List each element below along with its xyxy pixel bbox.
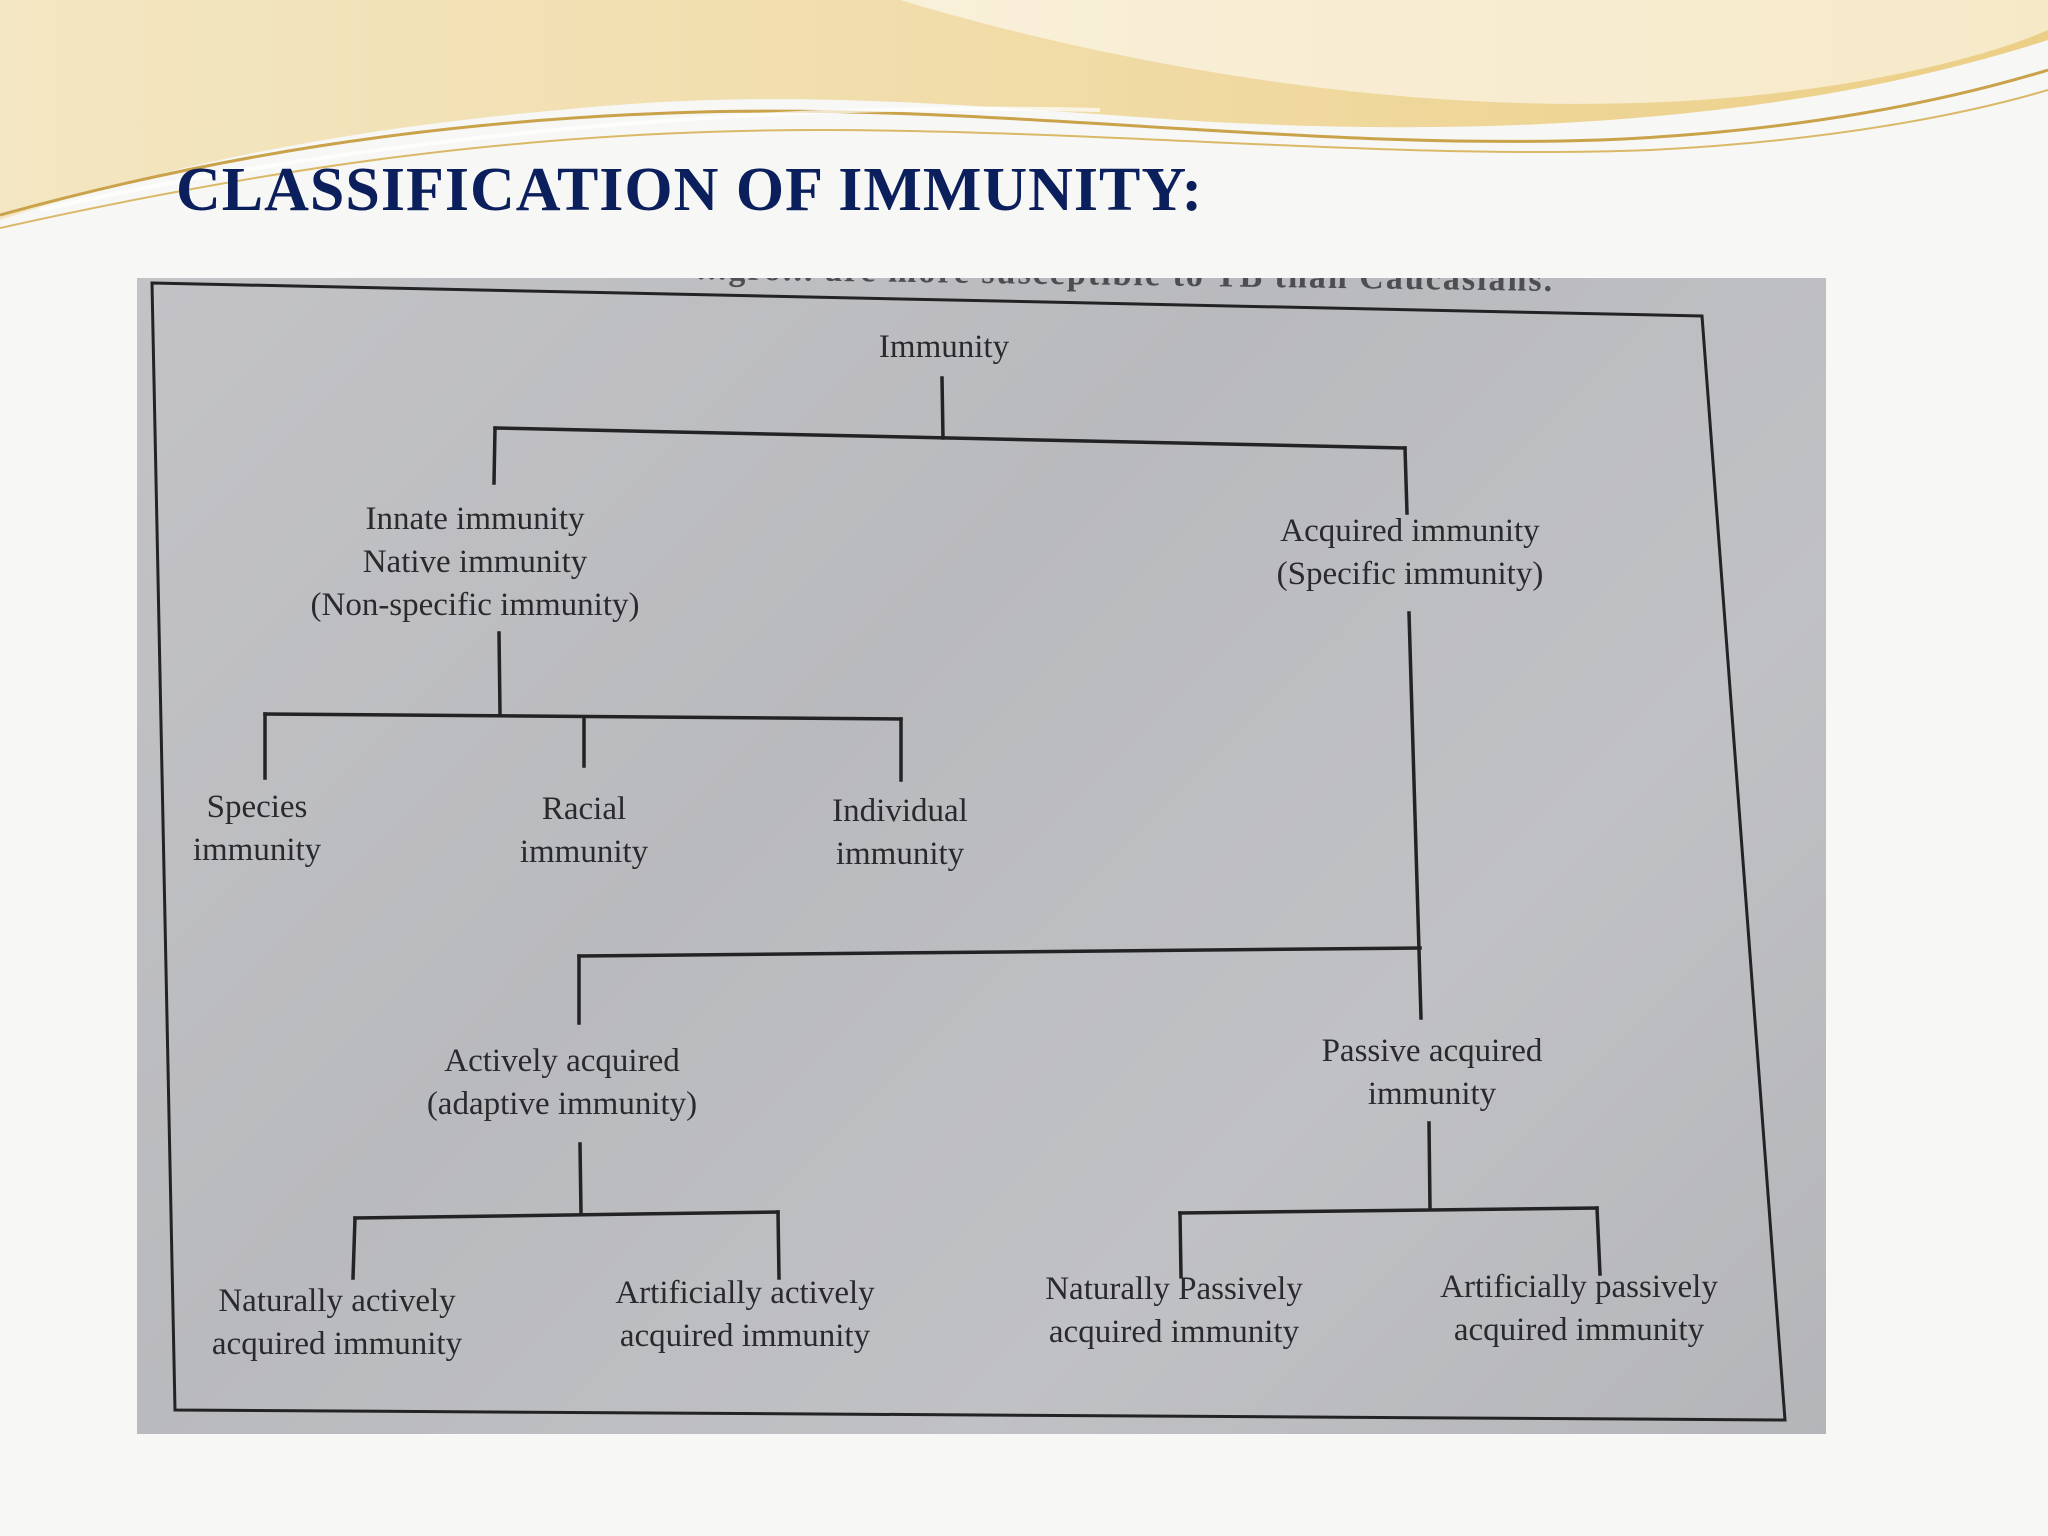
diagram-photo: ...gro... are more susceptible to TB tha… (137, 278, 1826, 1434)
node-artificially-passively: Artificially passively acquired immunity (1440, 1269, 1718, 1348)
node-artificially-actively: Artificially actively acquired immunity (615, 1275, 875, 1354)
node-innate-immunity: Innate immunity Native immunity (Non-spe… (310, 501, 640, 623)
node-acquired-immunity: Acquired immunity (Specific immunity) (1276, 513, 1544, 592)
node-individual-immunity: Individual immunity (832, 793, 968, 872)
node-naturally-actively: Naturally actively acquired immunity (211, 1283, 463, 1362)
node-naturally-passively: Naturally Passively acquired immunity (1045, 1271, 1303, 1350)
tree-connectors (150, 281, 1787, 1422)
decorative-banner (0, 0, 2048, 229)
node-species-immunity: Species immunity (192, 789, 322, 868)
node-actively-acquired: Actively acquired (adaptive immunity) (426, 1043, 698, 1122)
slide-title: CLASSIFICATION OF IMMUNITY: (176, 156, 1204, 224)
node-immunity: Immunity (878, 329, 1010, 365)
node-passive-acquired: Passive acquired immunity (1321, 1033, 1543, 1112)
node-racial-immunity: Racial immunity (519, 791, 649, 870)
